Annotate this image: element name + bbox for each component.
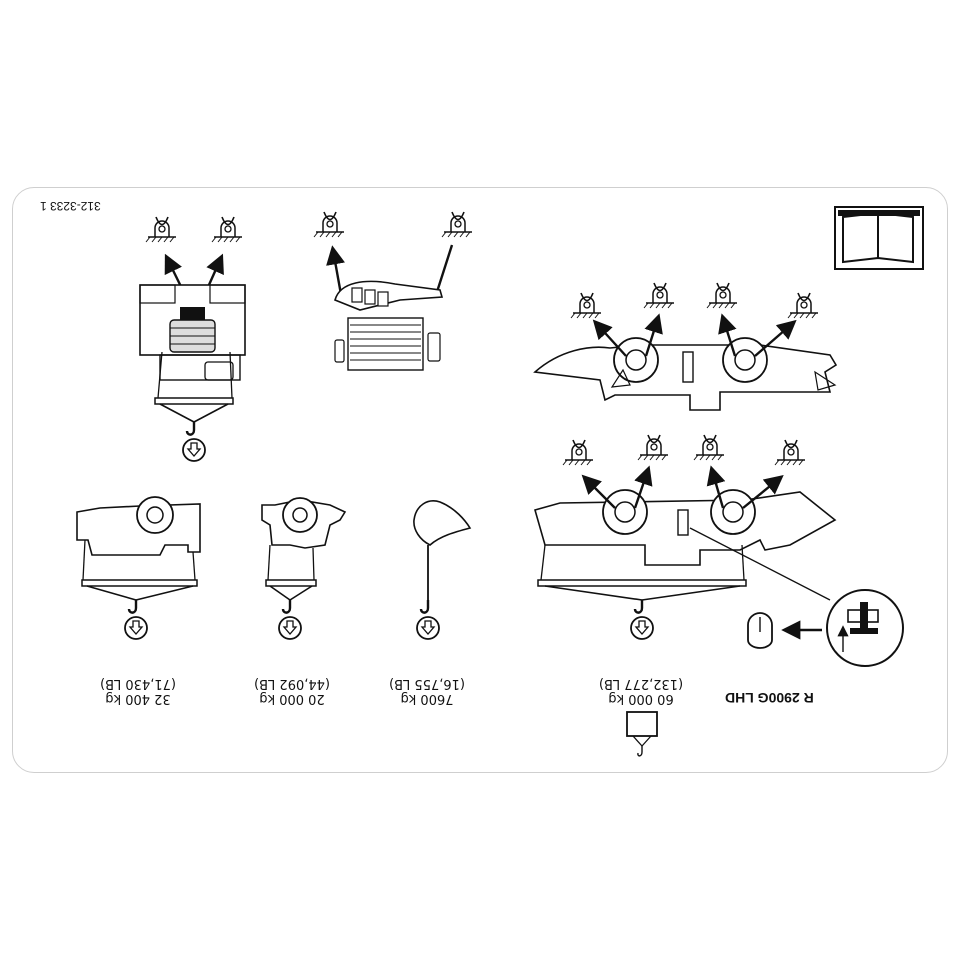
tie-down-anchor-icon	[570, 292, 602, 319]
lifting-hook-icon	[415, 598, 441, 641]
load-3-lb: (16,755 LB)	[389, 676, 465, 691]
tie-down-anchor-icon	[706, 282, 738, 309]
load-label-4: 60 000 kg (132,277 LB)	[593, 676, 689, 706]
tie-down-anchor-icon	[313, 211, 345, 238]
lifting-hook-icon	[181, 420, 207, 463]
tie-down-anchor-icon	[787, 292, 819, 319]
load-4-lb: (132,277 LB)	[598, 676, 684, 691]
load-label-2: 20 000 kg (44,092 LB)	[250, 676, 334, 706]
tie-down-anchor-icon	[441, 211, 473, 238]
cab-tie-down-group	[139, 216, 246, 463]
lift-config-3	[413, 500, 472, 641]
frame-lower-lift-group	[534, 434, 904, 667]
lift-config-1	[76, 496, 201, 641]
lifting-hook-icon	[123, 598, 149, 641]
manual-book-icon	[834, 206, 924, 270]
tie-down-anchor-icon	[693, 434, 725, 461]
bucket-tie-down-group	[313, 211, 473, 371]
tie-down-anchor-icon	[643, 282, 675, 309]
tie-down-anchor-icon	[774, 439, 806, 466]
tie-down-anchor-icon	[145, 216, 177, 243]
load-3-kg: 7600 kg	[400, 691, 454, 706]
lifting-hook-icon	[277, 598, 303, 641]
load-label-3: 7600 kg (16,755 LB)	[384, 676, 470, 706]
lift-config-2	[261, 497, 347, 641]
load-1-kg: 32 400 kg	[105, 691, 171, 706]
model-label: R 2900G LHD	[725, 690, 814, 706]
load-4-kg: 60 000 kg	[608, 691, 674, 706]
tie-down-anchor-icon	[637, 434, 669, 461]
tie-down-anchor-icon	[562, 439, 594, 466]
load-1-lb: (71,430 LB)	[100, 676, 176, 691]
lifting-hook-icon	[629, 598, 655, 641]
lift-shackle-icon	[747, 612, 773, 649]
part-number: 312-3233 1	[40, 199, 101, 213]
load-2-lb: (44,092 LB)	[254, 676, 330, 691]
lift-point-detail-icon	[826, 589, 904, 667]
load-label-1: 32 400 kg (71,430 LB)	[96, 676, 180, 706]
container-hook-icon	[626, 711, 658, 757]
tie-down-anchor-icon	[211, 216, 243, 243]
frame-upper-tie-down-group	[533, 282, 838, 411]
load-2-kg: 20 000 kg	[259, 691, 325, 706]
